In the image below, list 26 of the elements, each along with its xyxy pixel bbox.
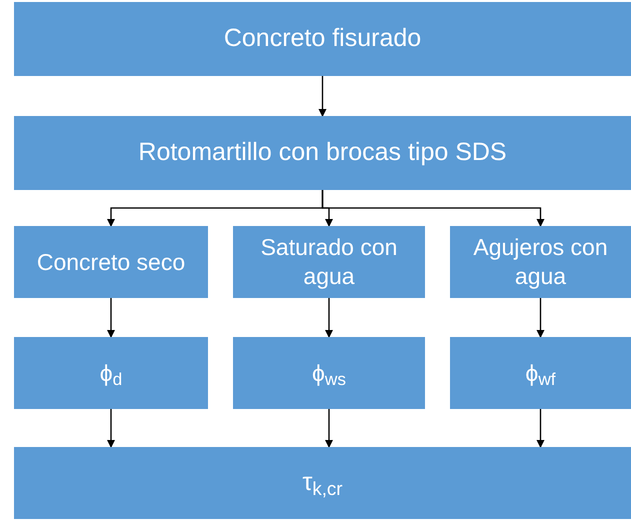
- box-label: τ$_{k,cr}$: [302, 467, 343, 499]
- process-box: [14, 447, 631, 519]
- arrow: [536, 298, 544, 338]
- arrow: [107, 298, 115, 338]
- box-label: ϕ$_{wf}$: [525, 358, 556, 388]
- box-label: ϕ$_{d}$: [100, 358, 122, 388]
- arrow: [325, 409, 333, 448]
- box-label: Agujeros con agua: [472, 233, 609, 291]
- process-box: [450, 337, 631, 409]
- box-label: Concreto fisurado: [224, 23, 422, 54]
- arrow: [318, 76, 326, 117]
- process-box: [233, 337, 425, 409]
- process-box: [14, 2, 631, 76]
- process-box: [450, 226, 631, 298]
- arrow: [107, 409, 115, 448]
- box-label: Concreto seco: [36, 248, 186, 276]
- arrow: [322, 190, 544, 227]
- process-box: [14, 116, 631, 190]
- arrow: [325, 298, 333, 338]
- box-label: Saturado con agua: [260, 233, 398, 291]
- box-label: ϕ$_{ws}$: [312, 358, 346, 388]
- box-label: Rotomartillo con brocas tipo SDS: [138, 137, 507, 168]
- process-box: [14, 337, 208, 409]
- arrow: [536, 409, 544, 448]
- process-box: [14, 226, 208, 298]
- process-box: [233, 226, 425, 298]
